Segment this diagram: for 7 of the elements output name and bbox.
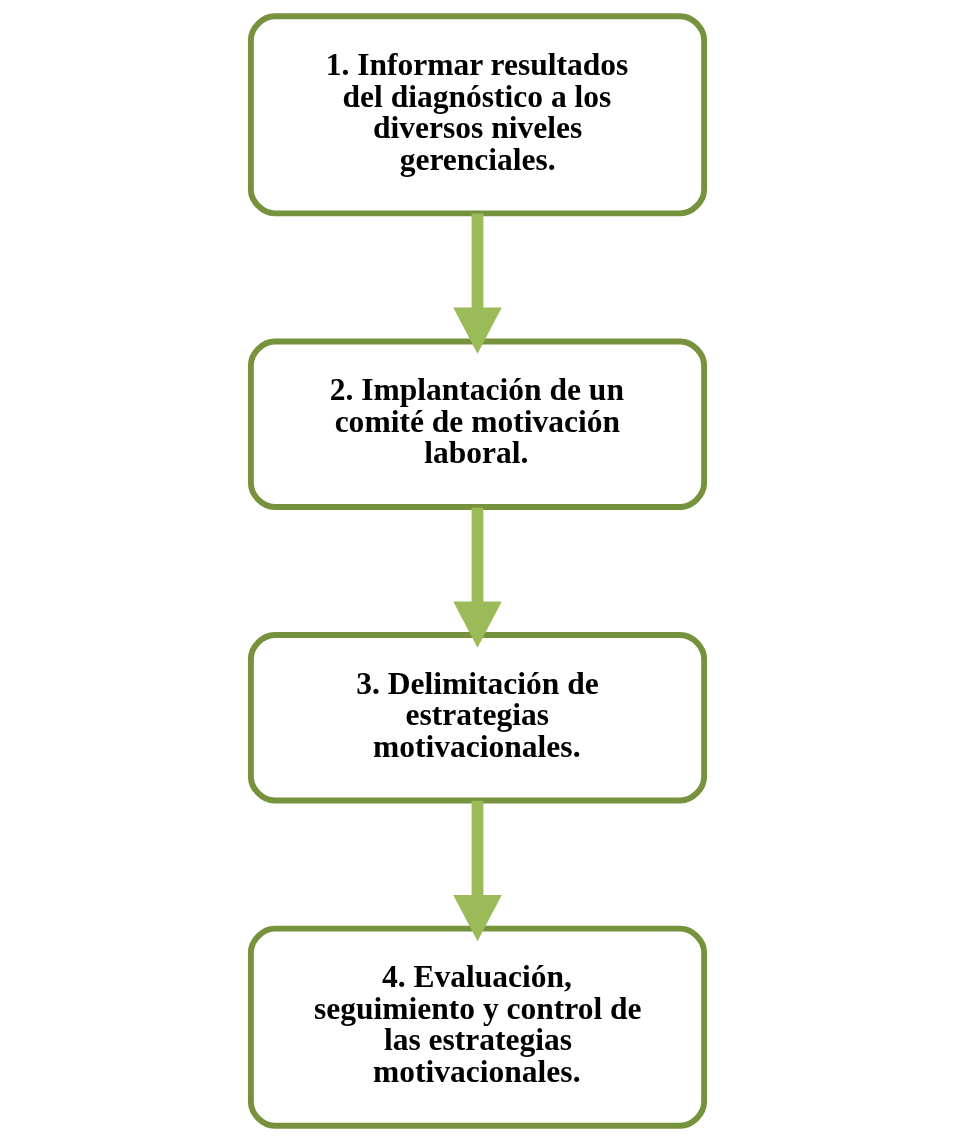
arrow <box>453 213 502 354</box>
arrow <box>453 507 502 648</box>
node-box: 3. Delimitación de estrategias motivacionales. <box>247 632 708 804</box>
arrow <box>453 800 502 942</box>
node-box: 4. Evaluación, seguimiento y control de las estrategias motivacionales. <box>247 925 708 1129</box>
node-box: 2. Implantación de un comité de motivación laboral. <box>247 338 708 510</box>
node-box: 1. Informar resultados del diagnóstico a los diversos niveles gerenciales. <box>247 13 708 217</box>
